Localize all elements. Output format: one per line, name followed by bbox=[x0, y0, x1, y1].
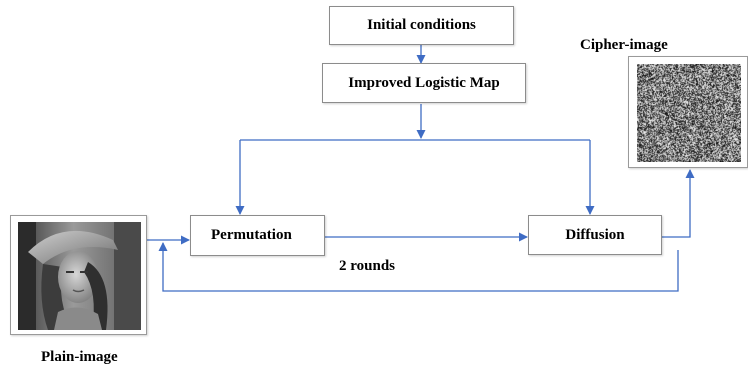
cipher-image-caption: Cipher-image bbox=[580, 37, 668, 53]
initial-conditions-label: Initial conditions bbox=[367, 17, 476, 33]
permutation-label: Permutation bbox=[211, 227, 292, 243]
improved-logistic-map-box: Improved Logistic Map bbox=[322, 63, 526, 103]
arrow-diffusion-to-cipher bbox=[662, 169, 695, 238]
diffusion-label: Diffusion bbox=[565, 226, 625, 243]
cipher-image bbox=[637, 64, 741, 162]
plain-image bbox=[18, 222, 141, 330]
plain-image-caption: Plain-image bbox=[41, 349, 118, 365]
rounds-label: 2 rounds bbox=[339, 258, 396, 274]
plain-image-frame bbox=[10, 215, 147, 335]
improved-logistic-map-label: Improved Logistic Map bbox=[348, 74, 500, 91]
diffusion-box: Diffusion bbox=[528, 215, 662, 255]
permutation-box: Permutation bbox=[190, 215, 325, 256]
arrow-feedback-loop bbox=[158, 242, 679, 292]
cipher-image-frame bbox=[628, 56, 748, 168]
initial-conditions-box: Initial conditions bbox=[329, 6, 514, 45]
